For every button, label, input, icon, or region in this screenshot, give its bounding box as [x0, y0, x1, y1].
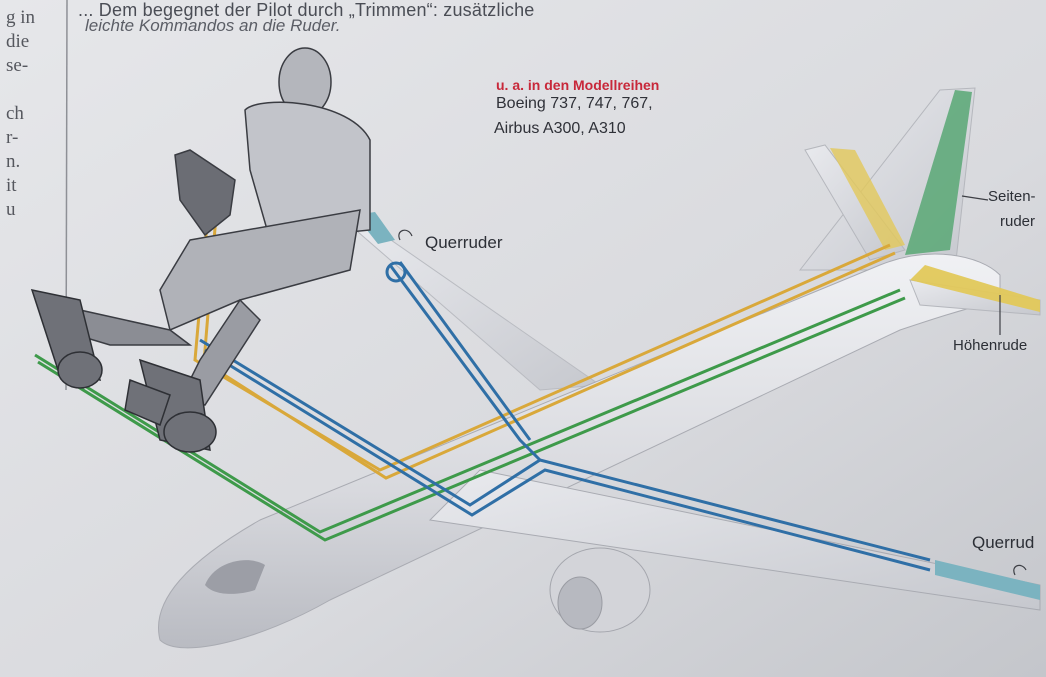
- rudder-label-line-1: Seiten-: [988, 188, 1036, 205]
- margin-fragment: se-: [6, 54, 35, 78]
- margin-fragment: [6, 78, 35, 102]
- article-second-line: leichte Kommandos an die Ruder.: [85, 16, 340, 36]
- model-series-heading: u. a. in den Modellreihen: [496, 77, 659, 93]
- margin-fragment: u: [6, 198, 35, 222]
- margin-fragment: [6, 222, 35, 246]
- margin-fragment: it: [6, 174, 35, 198]
- margin-fragment: ch: [6, 102, 35, 126]
- elevator-label: Höhenrude: [953, 337, 1027, 354]
- margin-text-column: g in die se- ch r- n. it u: [6, 6, 35, 246]
- margin-fragment: r-: [6, 126, 35, 150]
- aileron-label-left: Querruder: [425, 233, 502, 253]
- margin-fragment: g in: [6, 6, 35, 30]
- aileron-label-right: Querrud: [972, 533, 1034, 553]
- margin-fragment: die: [6, 30, 35, 54]
- model-series-line-1: Boeing 737, 747, 767,: [496, 95, 653, 113]
- rudder-label-line-2: ruder: [1000, 213, 1035, 230]
- margin-fragment: n.: [6, 150, 35, 174]
- model-series-line-2: Airbus A300, A310: [494, 120, 626, 138]
